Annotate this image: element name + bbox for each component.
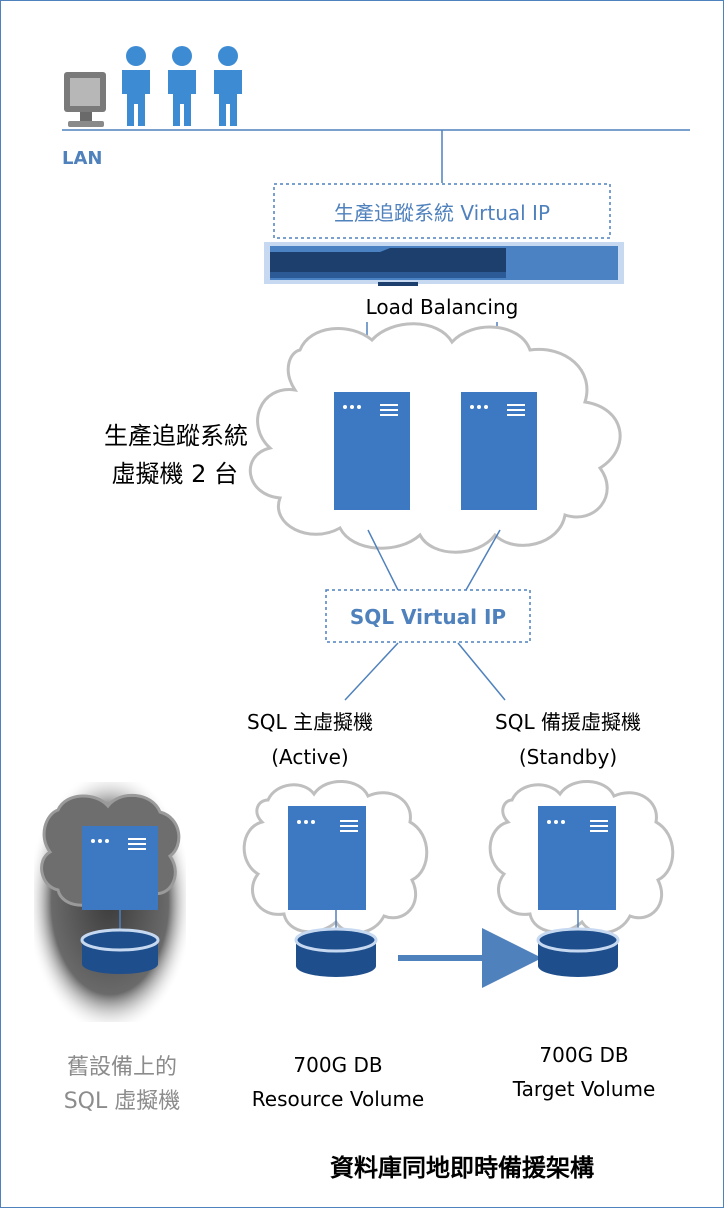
primary-db-disk [294, 927, 378, 977]
app-sql-link-2 [465, 529, 501, 591]
diagram-caption: 資料庫同地即時備援架構 [330, 1154, 594, 1182]
sql-standby-title: SQL 備援虛擬機 [495, 710, 641, 734]
sql-link-primary [344, 642, 399, 701]
sql-primary-role: (Active) [271, 745, 348, 769]
app-cloud [248, 322, 622, 554]
app-server-2 [461, 392, 537, 510]
lan-segment [62, 129, 690, 183]
primary-db-size: 700G DB [293, 1053, 382, 1077]
load-balancing-label: Load Balancing [366, 295, 519, 319]
standby-db-size: 700G DB [539, 1043, 628, 1067]
sql-primary-server [288, 806, 366, 910]
sql-standby-role: (Standby) [519, 745, 617, 769]
legacy-sql-vm [34, 782, 186, 1022]
lan-label: LAN [62, 148, 102, 169]
sql-vip-box [325, 589, 531, 643]
legacy-label-2: SQL 虛擬機 [64, 1089, 181, 1114]
load-balancer-appliance [264, 242, 624, 286]
sql-primary-title: SQL 主虛擬機 [247, 710, 373, 734]
standby-db-volume: Target Volume [512, 1077, 656, 1101]
primary-db-volume: Resource Volume [252, 1087, 424, 1111]
sql-standby-server [538, 806, 616, 910]
app-sql-link-1 [367, 529, 399, 591]
app-server-1 [334, 392, 410, 510]
sql-vip-label: SQL Virtual IP [350, 605, 506, 629]
app-vip-label: 生產追蹤系統 Virtual IP [334, 201, 550, 225]
legacy-label-1: 舊設備上的 [67, 1055, 177, 1080]
standby-db-disk [536, 927, 620, 977]
app-cluster-label-2: 虛擬機 2 台 [111, 460, 238, 488]
app-vip-box [273, 183, 611, 239]
computer-icon [64, 72, 106, 127]
sql-link-standby [457, 642, 506, 701]
users-icon [122, 46, 242, 126]
app-cluster-label-1: 生產追蹤系統 [104, 422, 248, 450]
